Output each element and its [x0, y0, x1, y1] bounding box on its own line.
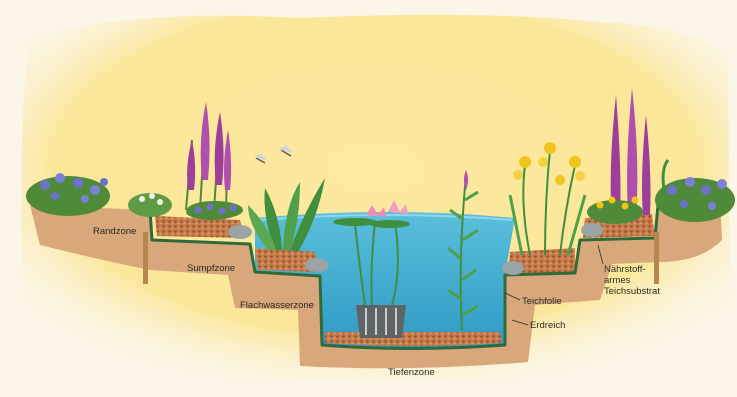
- label-substrat-line: Nährstoff-: [604, 264, 664, 275]
- label-naehrstoffarmes-teichsubstrat: Nährstoff- armes Teichsubstrat: [604, 264, 664, 297]
- stone: [228, 225, 252, 239]
- label-substrat-line: Teichsubstrat: [604, 286, 664, 297]
- label-randzone: Randzone: [93, 226, 136, 237]
- white-flower-shrub-left: [128, 193, 172, 217]
- label-erdreich: Erdreich: [530, 320, 565, 331]
- stone: [581, 223, 603, 237]
- wooden-stake-icon: [143, 232, 148, 284]
- stone: [305, 258, 329, 272]
- stone: [502, 261, 524, 275]
- label-sumpfzone: Sumpfzone: [187, 263, 235, 274]
- plant-basket-icon: [356, 305, 406, 338]
- label-substrat-line: armes: [604, 275, 664, 286]
- label-teichfolie: Teichfolie: [522, 296, 562, 307]
- label-flachwasserzone: Flachwasserzone: [240, 300, 314, 311]
- label-tiefenzone: Tiefenzone: [388, 367, 435, 378]
- gravel-tiefenzone: [325, 332, 502, 346]
